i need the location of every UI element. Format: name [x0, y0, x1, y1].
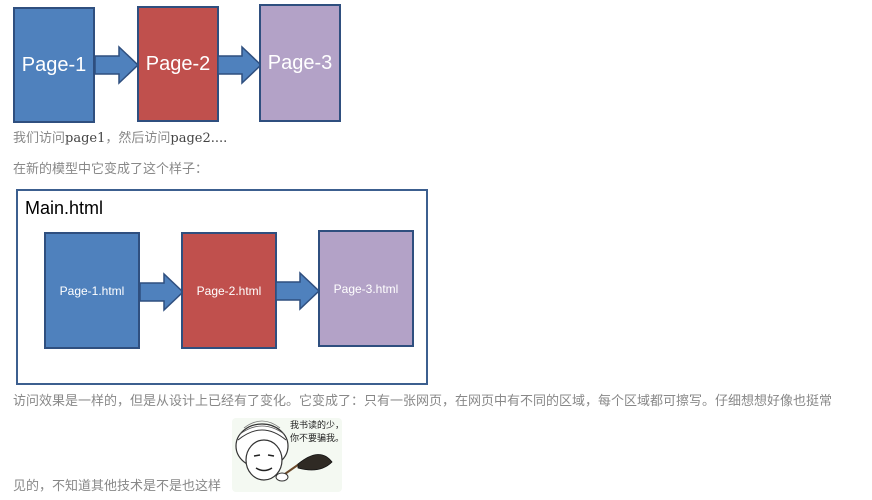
caption-effect-same: 访问效果是一样的，但是从设计上已经有了变化。它变成了：只有一张网页，在网页中有不…	[13, 394, 833, 409]
caption-1-middle: ，然后访问	[105, 131, 171, 146]
arrow-right-icon	[139, 272, 185, 312]
page-1-html-box: Page-1.html	[44, 232, 140, 349]
page-1-box: Page-1	[13, 7, 95, 123]
page-2-label: Page-2	[145, 52, 211, 75]
page-1-label: Page-1	[21, 53, 87, 76]
meme-sticker	[232, 418, 342, 492]
page-3-box: Page-3	[259, 4, 341, 122]
caption-new-model: 在新的模型中它变成了这个样子：	[13, 162, 209, 177]
arrow-right-icon	[275, 271, 321, 311]
page-2-html-label: Page-2.html	[196, 283, 262, 298]
arrow-right-icon	[94, 45, 140, 85]
caption-other-tech: 见的，不知道其他技术是不是也这样	[13, 479, 222, 494]
page-1-html-label: Page-1.html	[59, 283, 125, 298]
page-3-label: Page-3	[267, 51, 333, 74]
main-html-title: Main.html	[25, 198, 104, 218]
page-3-html-label: Page-3.html	[333, 281, 399, 296]
meme-line-2: 你不要骗我。	[290, 434, 345, 444]
meme-line-1: 我书读的少，	[290, 421, 345, 431]
arrow-right-icon	[217, 45, 263, 85]
page-2-box: Page-2	[137, 6, 219, 122]
caption-1-page1: page1	[65, 131, 106, 146]
caption-1-prefix: 我们访问	[13, 131, 66, 146]
caption-1-page2: page2....	[170, 131, 228, 146]
meme-face-icon	[235, 420, 333, 482]
page-2-html-box: Page-2.html	[181, 232, 277, 349]
page-3-html-box: Page-3.html	[318, 230, 414, 347]
caption-visit-pages: 我们访问page1，然后访问page2....	[13, 132, 227, 145]
meme-speech-text: 我书读的少， 你不要骗我。	[290, 420, 344, 446]
